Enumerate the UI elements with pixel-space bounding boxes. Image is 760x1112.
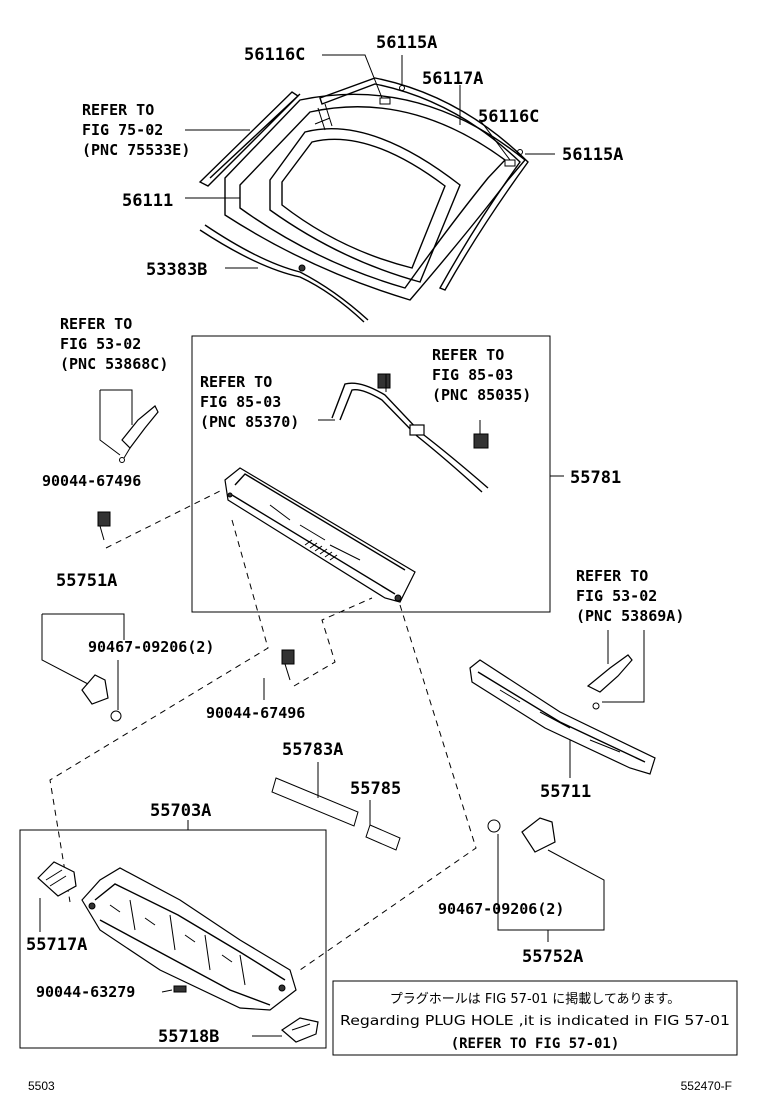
- label-53383B: 53383B: [146, 260, 207, 280]
- label-55781: 55781: [570, 468, 621, 488]
- note-line-en: Regarding PLUG HOLE ,it is indicated in …: [340, 1014, 730, 1029]
- label-90044-67496: 90044-67496: [42, 472, 141, 490]
- label-90044-67496-b: 90044-67496: [206, 704, 305, 722]
- assembly-box-55781: [191, 335, 551, 613]
- label-55711: 55711: [540, 782, 591, 802]
- svg-text:(PNC 75533E): (PNC 75533E): [82, 141, 190, 159]
- label-56116C: 56116C: [244, 45, 305, 65]
- svg-text:REFER TO: REFER TO: [200, 373, 272, 391]
- ref-75-02: REFER TO FIG 75-02 (PNC 75533E): [82, 101, 190, 159]
- label-55751A: 55751A: [56, 571, 117, 591]
- footer-right: 552470-F: [681, 1079, 732, 1093]
- svg-text:FIG 53-02: FIG 53-02: [576, 587, 657, 605]
- bracket-55717A: [37, 861, 77, 897]
- svg-text:(PNC 53868C): (PNC 53868C): [60, 355, 168, 373]
- label-55783A: 55783A: [282, 740, 343, 760]
- ref-53-02-b: REFER TO FIG 53-02 (PNC 53869A): [576, 567, 684, 625]
- molding-56117A: [319, 77, 529, 291]
- svg-text:REFER TO: REFER TO: [60, 315, 132, 333]
- pillar-strip: [198, 91, 301, 187]
- molding-53383B: [199, 224, 369, 323]
- label-90467-09206: 90467-09206(2): [88, 638, 214, 656]
- svg-text:FIG 85-03: FIG 85-03: [432, 366, 513, 384]
- bracket-55718B: [281, 1017, 319, 1043]
- spacer-56115A-icon: [399, 85, 405, 91]
- svg-text:REFER TO: REFER TO: [576, 567, 648, 585]
- svg-text:REFER TO: REFER TO: [432, 346, 504, 364]
- svg-text:(PNC 85370): (PNC 85370): [200, 413, 299, 431]
- label-55785: 55785: [350, 779, 401, 799]
- note-box: [332, 980, 738, 1056]
- label-56117A: 56117A: [422, 69, 483, 89]
- svg-text:REFER TO: REFER TO: [82, 101, 154, 119]
- leader-lines-top: [185, 54, 555, 269]
- label-56111: 56111: [122, 191, 173, 211]
- note-line-ja: プラグホールは FIG 57-01 に掲載してあります。: [390, 991, 680, 1007]
- label-90044-63279: 90044-63279: [36, 983, 135, 1001]
- cowl-panel-55703A: [81, 867, 297, 1011]
- label-55703A: 55703A: [150, 801, 211, 821]
- bracket-55751A: [81, 674, 122, 722]
- assembly-box-55703A: [19, 829, 327, 1049]
- bracket-55752A: [487, 817, 556, 853]
- label-56116C-right: 56116C: [478, 107, 539, 127]
- ref-53-02-a: REFER TO FIG 53-02 (PNC 53868C): [60, 315, 168, 373]
- label-56115A-right: 56115A: [562, 145, 623, 165]
- seal-55785: [365, 824, 401, 851]
- cowl-louver-55781: [224, 467, 416, 603]
- clip-90044-63279-icon: [173, 985, 187, 993]
- svg-text:FIG 53-02: FIG 53-02: [60, 335, 141, 353]
- svg-text:FIG 85-03: FIG 85-03: [200, 393, 281, 411]
- windshield-glass: [224, 93, 526, 301]
- clip-90044-67496-icon: [97, 511, 111, 541]
- svg-text:(PNC 53869A): (PNC 53869A): [576, 607, 684, 625]
- label-55717A: 55717A: [26, 935, 87, 955]
- seal-55783A: [271, 777, 359, 827]
- label-55752A: 55752A: [522, 947, 583, 967]
- svg-text:FIG 75-02: FIG 75-02: [82, 121, 163, 139]
- hood-seal-clip-53868C: [119, 405, 159, 463]
- ref-85-03-b: REFER TO FIG 85-03 (PNC 85035): [432, 346, 531, 404]
- label-55718B: 55718B: [158, 1027, 219, 1047]
- hood-seal-clip-53869A: [586, 654, 633, 710]
- clip-90044-67496-b-icon: [281, 649, 295, 681]
- note-line-ref: (REFER TO FIG 57-01): [451, 1036, 620, 1052]
- footer-left: 5503: [28, 1079, 55, 1093]
- label-56115A: 56115A: [376, 33, 437, 53]
- svg-text:(PNC 85035): (PNC 85035): [432, 386, 531, 404]
- spacer-56115A-icon: [517, 149, 523, 155]
- cowl-panel-55711: [469, 659, 656, 775]
- ref-85-03-a: REFER TO FIG 85-03 (PNC 85370): [200, 373, 299, 431]
- label-90467-09206-b: 90467-09206(2): [438, 900, 564, 918]
